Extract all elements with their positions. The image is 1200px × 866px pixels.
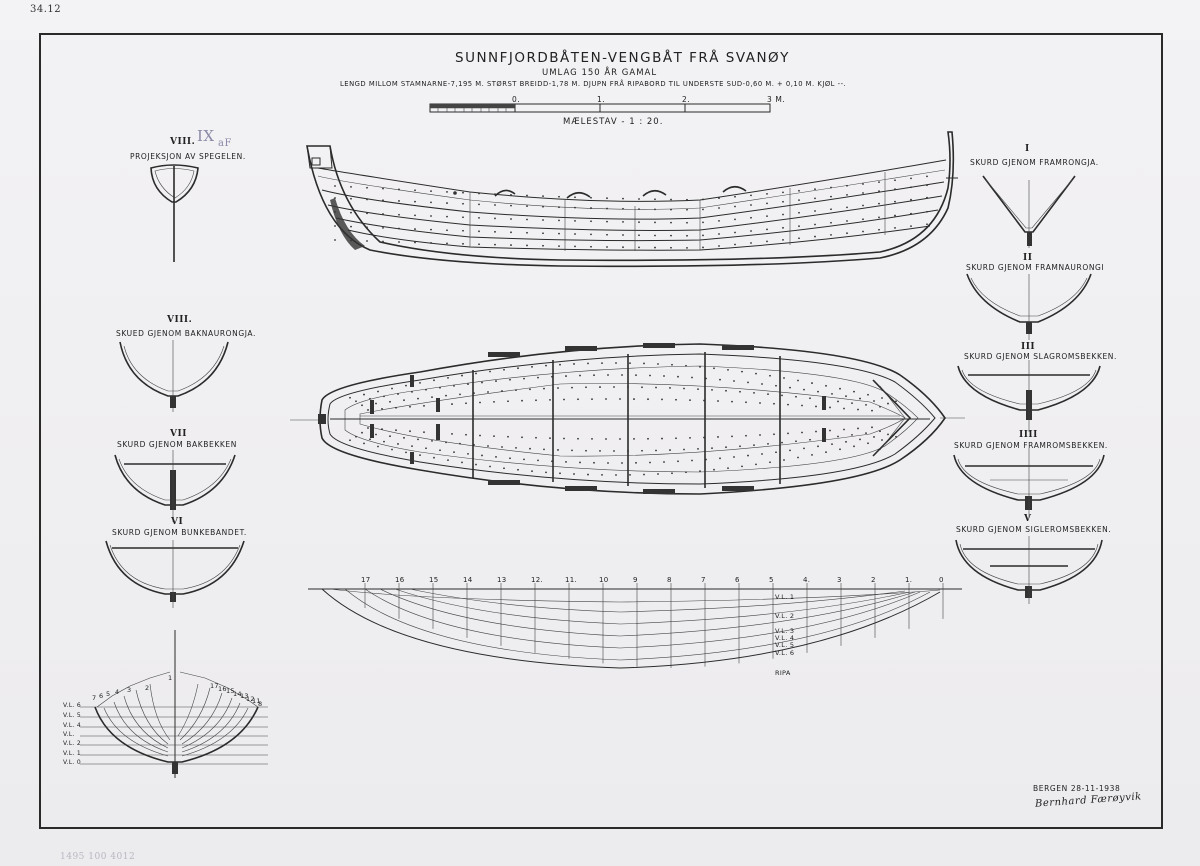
station-label: 4. <box>803 576 811 584</box>
drawing-subtitle: UMLAG 150 ÅR GAMAL <box>542 68 658 78</box>
body-station-left: 2 <box>145 684 150 692</box>
section-1-label: SKURD GJENOM FRAMRONGJA. <box>970 158 1099 167</box>
body-waterline-label: V.L. 6 <box>63 702 82 709</box>
body-waterline-label: V.L. 4 <box>63 722 82 729</box>
section-4-label: SKURD GJENOM FRAMROMSBEKKEN. <box>954 441 1108 450</box>
body-station-left: 3 <box>127 686 132 694</box>
body-station-left: 1 <box>168 674 173 682</box>
section-5-numeral: V <box>1024 514 1032 524</box>
transom-numeral: VIII. <box>170 137 196 147</box>
body-station-right: 17 <box>210 682 219 690</box>
station-label: 6 <box>735 576 740 584</box>
section-8-label: SKUED GJENOM BAKNAURONGJA. <box>116 329 257 338</box>
scale-tick-0: 0. <box>512 95 521 104</box>
transom-annotation: IX <box>197 127 215 145</box>
station-label: 11. <box>565 576 578 584</box>
station-label: 17 <box>361 576 371 584</box>
waterline-label: V.L. 1 <box>775 593 795 601</box>
scale-label: MÆLESTAV - 1 : 20. <box>563 117 664 127</box>
station-label: 3 <box>837 576 842 584</box>
section-8-numeral: VIII. <box>167 315 193 325</box>
body-station-left: 4 <box>115 688 120 696</box>
waterline-label: RIPA <box>775 669 791 677</box>
station-label: 12. <box>531 576 544 584</box>
station-label: 9 <box>633 576 638 584</box>
section-7-numeral: VII <box>170 429 187 439</box>
dimensions-note: LENGD MILLOM STAMNARNE-7,195 M. STØRST B… <box>340 80 847 88</box>
section-6-numeral: VI <box>171 517 184 527</box>
section-2-numeral: II <box>1023 253 1033 263</box>
waterline-label: V.L. 6 <box>775 649 795 657</box>
scale-tick-1: 1. <box>597 95 606 104</box>
body-station-right: 13 <box>240 692 249 700</box>
station-label: 16 <box>395 576 405 584</box>
station-label: 7 <box>701 576 706 584</box>
waterline-label: V.L. 4 <box>775 634 795 642</box>
signature-date: BERGEN 28-11-1938 <box>1033 784 1121 793</box>
waterline-label: V.L. 2 <box>775 612 795 620</box>
section-2-label: SKURD GJENOM FRAMNAURONGI <box>966 263 1105 272</box>
body-waterline-label: V.L. 0 <box>63 759 82 766</box>
station-label: 2 <box>871 576 876 584</box>
transom-annotation-2: aF <box>218 138 232 149</box>
station-label: 5 <box>769 576 774 584</box>
body-station-left: 5 <box>106 690 111 698</box>
section-6-label: SKURD GJENOM BUNKEBANDET. <box>112 528 247 537</box>
body-waterline-label: V.L. 5 <box>63 712 82 719</box>
footer-note: 1495 100 4012 <box>60 852 136 862</box>
scale-tick-2: 2. <box>682 95 691 104</box>
waterline-label: V.L. 3 <box>775 627 795 635</box>
transom-label: PROJEKSJON AV SPEGELEN. <box>130 152 246 161</box>
body-waterline-label: V.L. 1 <box>63 750 82 757</box>
body-station-left: 6 <box>99 692 104 700</box>
station-label: 13 <box>497 576 507 584</box>
body-station-right: 15 <box>226 687 235 695</box>
station-label: 8 <box>667 576 672 584</box>
scale-tick-3: 3 M. <box>767 95 786 104</box>
station-label: 10 <box>599 576 609 584</box>
drawing-title: SUNNFJORDBÅTEN-VENGBÅT FRÅ SVANØY <box>455 50 790 66</box>
section-4-numeral: IIII <box>1019 430 1038 440</box>
section-7-label: SKURD GJENOM BAKBEKKEN <box>117 440 237 449</box>
body-station-right: 8 <box>258 699 263 708</box>
corner-note: 34.12 <box>30 4 62 15</box>
section-3-numeral: III <box>1021 342 1036 352</box>
body-station-right: 11 <box>252 697 261 705</box>
waterline-label: V.L. 5 <box>775 641 795 649</box>
section-3-label: SKURD GJENOM SLAGROMSBEKKEN. <box>964 352 1117 361</box>
body-station-right: 16 <box>218 684 227 693</box>
station-label: 15 <box>429 576 439 584</box>
drawing-frame <box>39 33 1163 829</box>
body-station-right: 14 <box>233 689 242 698</box>
station-label: 0 <box>939 576 944 584</box>
section-1-numeral: I <box>1025 144 1030 154</box>
body-waterline-label: V.L. <box>63 731 75 738</box>
station-label: 1. <box>905 576 913 584</box>
body-waterline-label: V.L. 2 <box>63 740 82 747</box>
section-5-label: SKURD GJENOM SIGLEROMSBEKKEN. <box>956 525 1112 534</box>
body-station-left: 7 <box>92 694 97 702</box>
body-station-right: 12 <box>246 694 255 703</box>
station-label: 14 <box>463 576 473 584</box>
